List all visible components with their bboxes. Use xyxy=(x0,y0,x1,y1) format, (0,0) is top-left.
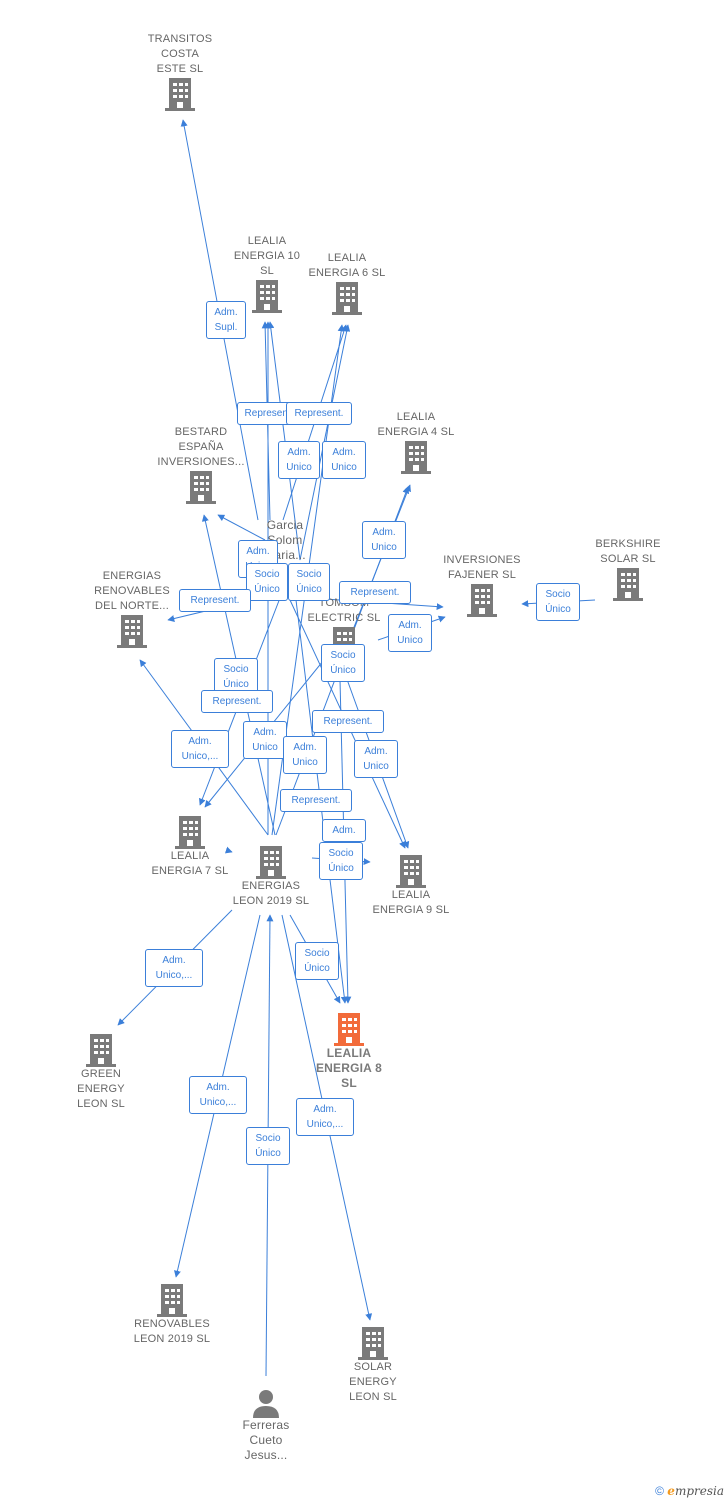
node-label: INVERSIONES FAJENER SL xyxy=(443,554,521,581)
node-label: SOLAR ENERGY LEON SL xyxy=(349,1361,397,1403)
node-label: ENERGIAS LEON 2019 SL xyxy=(232,880,310,907)
relation-label[interactable]: Socio Único xyxy=(214,658,258,696)
node-label: ENERGIAS RENOVABLES DEL NORTE... xyxy=(94,570,170,612)
building-icon xyxy=(334,1013,364,1046)
node-label: BESTARD ESPAÑA INVERSIONES... xyxy=(157,426,245,468)
relation-label[interactable]: Adm. Unico xyxy=(322,441,366,479)
node-lealia9[interactable]: LEALIA ENERGIA 9 SL xyxy=(360,854,462,918)
building-icon xyxy=(467,584,497,617)
relation-label[interactable]: Represent. xyxy=(286,402,352,425)
node-renovables-norte[interactable]: ENERGIAS RENOVABLES DEL NORTE... xyxy=(82,569,182,648)
relation-label[interactable]: Adm. Supl. xyxy=(206,301,246,339)
relation-label[interactable]: Adm. xyxy=(322,819,366,842)
node-leon2019[interactable]: ENERGIAS LEON 2019 SL xyxy=(221,845,321,909)
relation-label[interactable]: Adm. Unico xyxy=(354,740,398,778)
building-icon xyxy=(358,1327,388,1360)
copyright-icon: © xyxy=(655,1484,664,1498)
node-label: GREEN ENERGY LEON SL xyxy=(77,1068,125,1110)
relation-label[interactable]: Adm. Unico,... xyxy=(189,1076,247,1114)
node-label: TRANSITOS COSTA ESTE SL xyxy=(147,33,213,75)
relation-label[interactable]: Adm. Unico xyxy=(278,441,320,479)
node-label: LEALIA ENERGIA 6 SL xyxy=(308,252,386,279)
node-label: RENOVABLES LEON 2019 SL xyxy=(133,1318,211,1345)
node-label: LEALIA ENERGIA 9 SL xyxy=(372,889,450,916)
relation-label[interactable]: Represent. xyxy=(201,690,273,713)
node-label: LEALIA ENERGIA 7 SL xyxy=(151,850,229,877)
node-ferreras[interactable]: Ferreras Cueto Jesus... xyxy=(226,1388,306,1463)
relation-label[interactable]: Adm. Unico,... xyxy=(171,730,229,768)
building-icon xyxy=(117,615,147,648)
relation-label[interactable]: Socio Único xyxy=(246,1127,290,1165)
node-label: Ferreras Cueto Jesus... xyxy=(242,1418,290,1462)
building-icon xyxy=(175,816,205,849)
node-inversiones[interactable]: INVERSIONES FAJENER SL xyxy=(432,553,532,617)
relation-label[interactable]: Adm. Unico,... xyxy=(145,949,203,987)
node-label: BERKSHIRE SOLAR SL xyxy=(595,538,661,565)
node-lealia6[interactable]: LEALIA ENERGIA 6 SL xyxy=(296,251,398,315)
building-icon xyxy=(157,1284,187,1317)
node-green[interactable]: GREEN ENERGY LEON SL xyxy=(58,1033,144,1112)
edge xyxy=(224,846,233,854)
node-renovables2019[interactable]: RENOVABLES LEON 2019 SL xyxy=(120,1283,224,1347)
relation-label[interactable]: Socio Único xyxy=(536,583,580,621)
relation-label[interactable]: Socio Único xyxy=(321,644,365,682)
node-label: LEALIA ENERGIA 8 SL xyxy=(315,1046,383,1090)
node-lealia8-focus[interactable]: LEALIA ENERGIA 8 SL xyxy=(303,1012,395,1091)
relation-label[interactable]: Socio Único xyxy=(295,942,339,980)
relation-label[interactable]: Socio Único xyxy=(319,842,363,880)
node-solar-leon[interactable]: SOLAR ENERGY LEON SL xyxy=(330,1326,416,1405)
building-icon xyxy=(401,441,431,474)
relation-label[interactable]: Socio Único xyxy=(288,563,330,601)
relation-label[interactable]: Socio Único xyxy=(246,563,288,601)
relation-label[interactable]: Adm. Unico xyxy=(243,721,287,759)
node-label: LEALIA ENERGIA 4 SL xyxy=(377,411,455,438)
relation-label[interactable]: Adm. Unico xyxy=(388,614,432,652)
building-icon xyxy=(186,471,216,504)
node-berkshire[interactable]: BERKSHIRE SOLAR SL xyxy=(582,537,674,601)
relation-label[interactable]: Represent. xyxy=(280,789,352,812)
building-icon xyxy=(252,280,282,313)
building-icon xyxy=(86,1034,116,1067)
relation-label[interactable]: Adm. Unico xyxy=(283,736,327,774)
building-icon xyxy=(332,282,362,315)
brand-logo: empresia xyxy=(667,1484,724,1498)
relation-label[interactable]: Represent. xyxy=(179,589,251,612)
relation-label[interactable]: Adm. Unico,... xyxy=(296,1098,354,1136)
footer-brand[interactable]: © empresia xyxy=(655,1484,724,1498)
building-icon xyxy=(396,855,426,888)
relation-label[interactable]: Represent. xyxy=(312,710,384,733)
relation-label[interactable]: Adm. Unico xyxy=(362,521,406,559)
person-icon xyxy=(253,1390,279,1418)
node-label: LEALIA ENERGIA 10 SL xyxy=(233,235,301,277)
node-transitos[interactable]: TRANSITOS COSTA ESTE SL xyxy=(135,32,225,111)
node-bestard[interactable]: BESTARD ESPAÑA INVERSIONES... xyxy=(148,425,254,504)
node-lealia7[interactable]: LEALIA ENERGIA 7 SL xyxy=(140,815,240,879)
edge xyxy=(217,514,266,541)
node-lealia4[interactable]: LEALIA ENERGIA 4 SL xyxy=(365,410,467,474)
building-icon xyxy=(613,568,643,601)
relation-label[interactable]: Represent. xyxy=(339,581,411,604)
building-icon xyxy=(256,846,286,879)
node-lealia10[interactable]: LEALIA ENERGIA 10 SL xyxy=(222,234,312,313)
building-icon xyxy=(165,78,195,111)
